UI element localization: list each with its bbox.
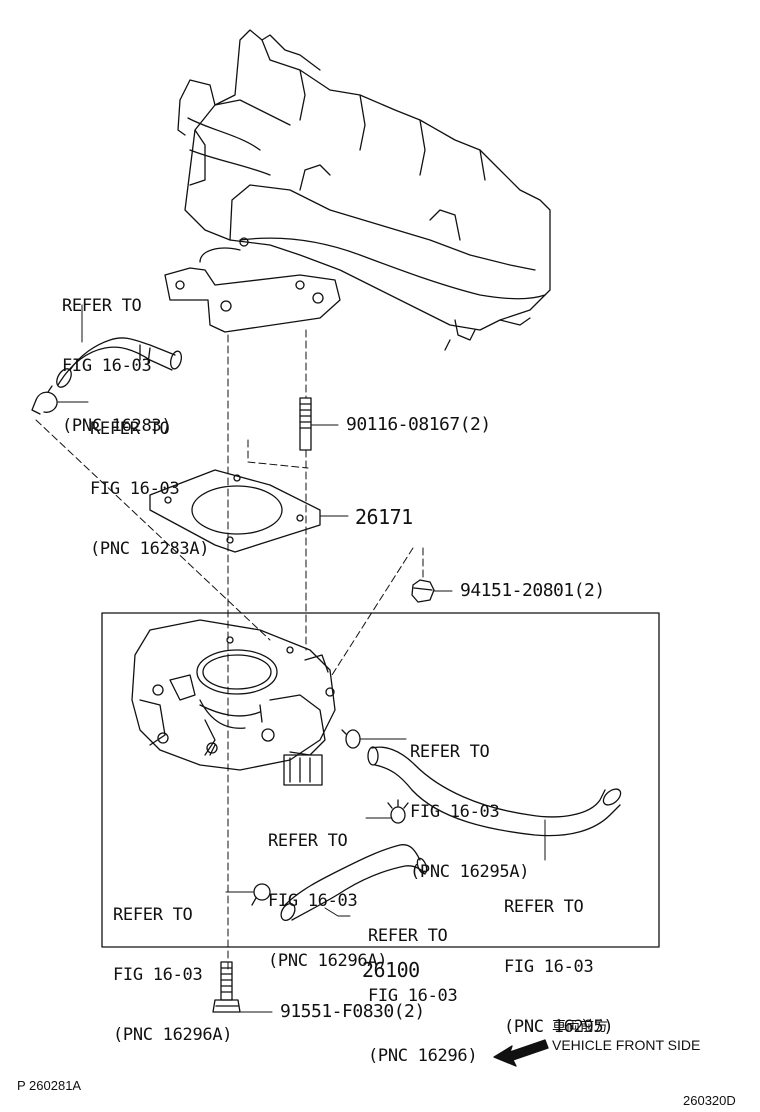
callout-line: (PNC 16296A)	[268, 951, 388, 971]
callout-line: REFER TO	[90, 419, 170, 439]
callout-line: FIG 16-03	[504, 957, 594, 977]
footer-code-right: 260320D	[683, 1093, 736, 1108]
callout-line: REFER TO	[113, 905, 193, 925]
callout-line: (PNC 16296)	[368, 1046, 478, 1066]
gasket-26171	[149, 469, 321, 553]
hose-16283	[56, 337, 183, 388]
callout-refer-16296a-lower: REFER TO FIG 16-03 (PNC 16296A)	[113, 865, 233, 1065]
clamp-16295a	[341, 729, 361, 749]
footer-code-left: P 260281A	[17, 1078, 82, 1093]
callout-line: (PNC 16283)	[62, 416, 172, 436]
callout-refer-16283: REFER TO FIG 16-03 (PNC 16283)	[62, 256, 172, 456]
callout-line: FIG 16-03	[90, 479, 180, 499]
part-number-bolt: 91551-F0830(2)	[280, 1001, 425, 1022]
intake-manifold	[177, 29, 551, 351]
callout-line: (PNC 16283A)	[90, 539, 210, 559]
bolt-91551	[212, 961, 241, 1013]
callout-refer-16295a: REFER TO FIG 16-03 (PNC 16295A)	[410, 702, 530, 902]
clamp-16296a-lower	[251, 883, 271, 906]
callout-line: REFER TO	[410, 742, 490, 762]
part-number-gasket: 26171	[355, 505, 413, 529]
callout-refer-16295: REFER TO FIG 16-03 (PNC 16295)	[504, 857, 614, 1057]
clamp-16296a-upper	[387, 799, 409, 824]
clamp-16283a	[31, 385, 58, 415]
hose-16295	[367, 746, 622, 837]
nut-94151	[411, 579, 435, 603]
callout-line: FIG 16-03	[62, 356, 152, 376]
vehicle-front-label: VEHICLE FRONT SIDE	[552, 1037, 701, 1053]
callout-refer-16283a: REFER TO FIG 16-03 (PNC 16283A)	[90, 379, 210, 579]
part-number-throttle-body: 26100	[362, 958, 420, 982]
callout-line: REFER TO	[62, 296, 142, 316]
callout-refer-16296a-upper: REFER TO FIG 16-03 (PNC 16296A)	[268, 791, 388, 991]
callout-line: REFER TO	[268, 831, 348, 851]
callout-line: FIG 16-03	[368, 986, 458, 1006]
callout-line: REFER TO	[504, 897, 584, 917]
callout-line: FIG 16-03	[113, 965, 203, 985]
callout-line: (PNC 16295A)	[410, 862, 530, 882]
front-direction-arrow	[493, 1039, 549, 1067]
callout-line: (PNC 16296A)	[113, 1025, 233, 1045]
callout-line: (PNC 16295)	[504, 1017, 614, 1037]
throttle-body	[131, 619, 336, 786]
hose-16296	[280, 844, 428, 922]
stud-90116	[299, 397, 312, 451]
callout-line: FIG 16-03	[268, 891, 358, 911]
callout-line: REFER TO	[368, 926, 448, 946]
part-number-nut: 94151-20801(2)	[460, 580, 605, 601]
vehicle-front-label-jp: 車両前方	[552, 1018, 608, 1034]
callout-refer-16296: REFER TO FIG 16-03 (PNC 16296)	[368, 886, 478, 1086]
part-number-stud: 90116-08167(2)	[346, 414, 491, 435]
callout-line: FIG 16-03	[410, 802, 500, 822]
manifold-flange	[164, 247, 341, 333]
